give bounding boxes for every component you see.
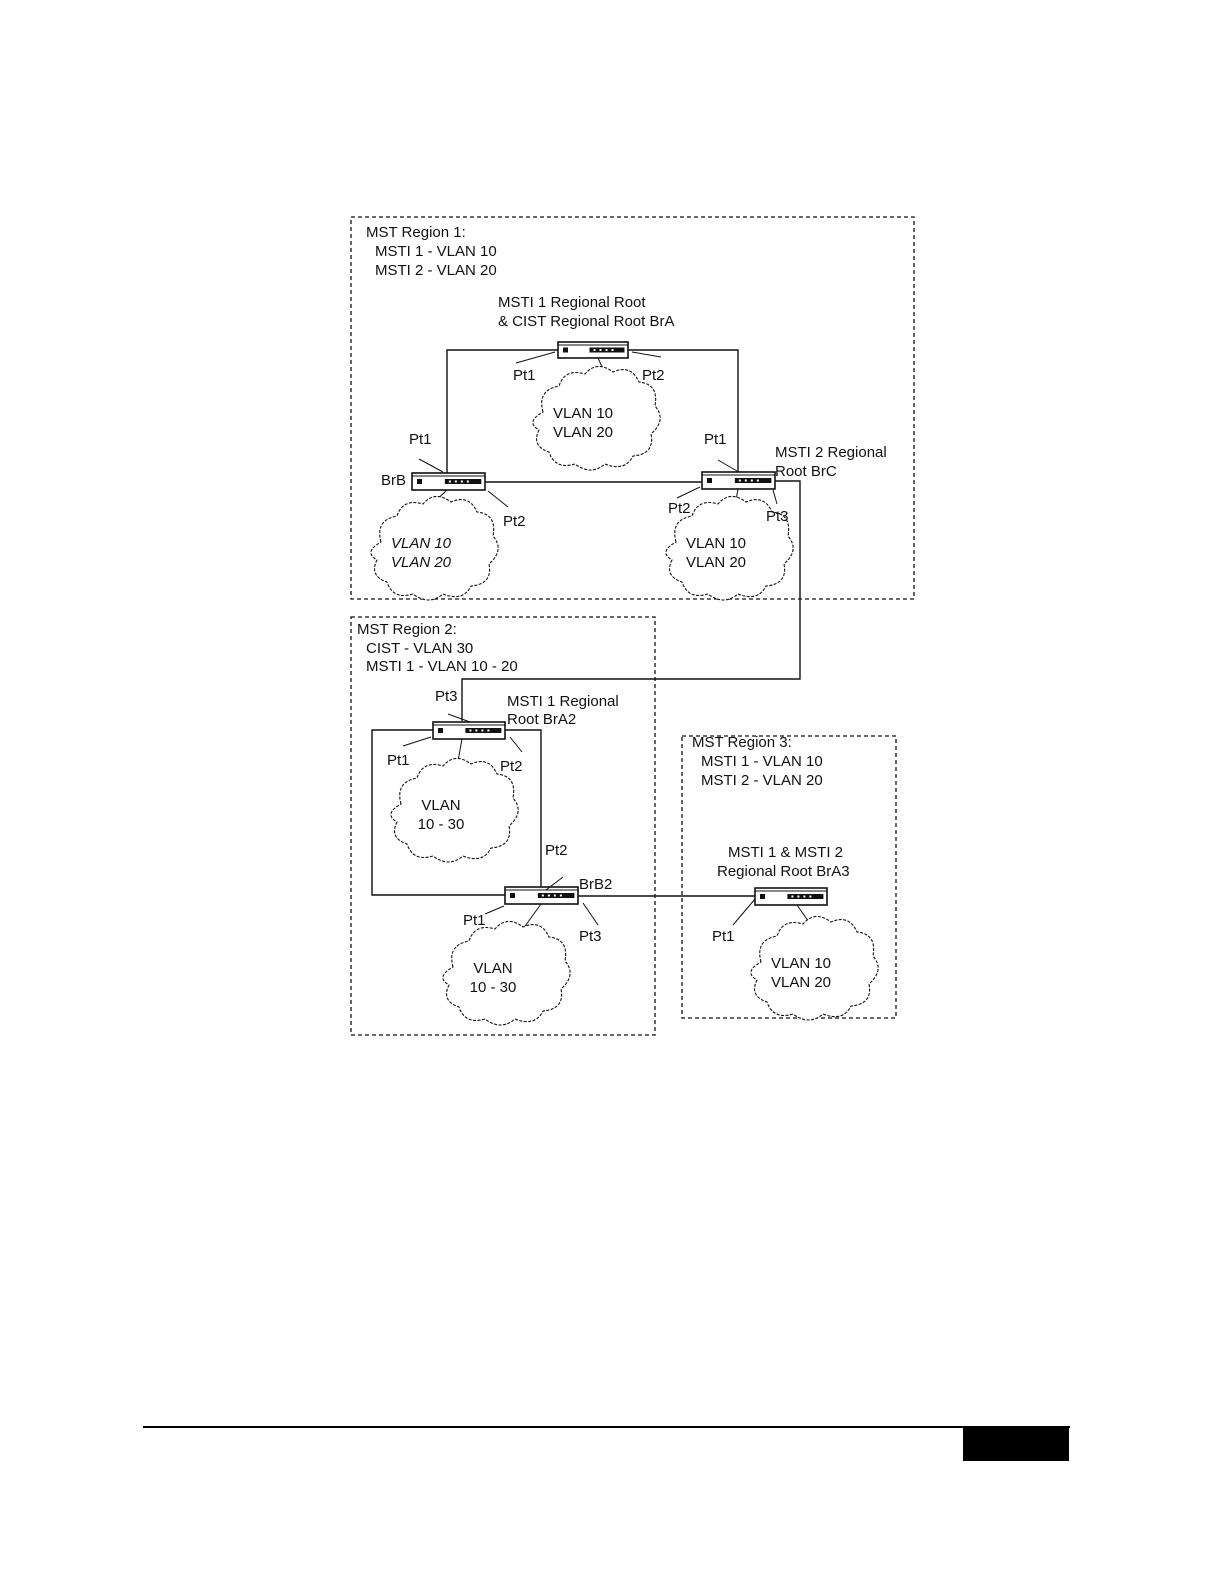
brb-name: BrB <box>381 472 406 489</box>
brc-port-pt1: Pt1 <box>704 431 727 448</box>
cloud-label: 10 - 30 <box>470 979 517 996</box>
switch-bra2 <box>432 721 506 740</box>
bra2-port-pt3: Pt3 <box>435 688 458 705</box>
links <box>371 349 801 897</box>
region-2-line: CIST - VLAN 30 <box>366 640 473 657</box>
vlan-cloud-bra2: VLAN 10 - 30 <box>390 738 519 863</box>
brc-port-pt2: Pt2 <box>668 500 691 517</box>
bra3-caption: Regional Root BrA3 <box>717 863 850 880</box>
vlan-cloud-brb: VLAN 10 VLAN 20 <box>370 489 499 601</box>
port-panel-icon <box>537 893 575 898</box>
cloud-label: VLAN 10 <box>391 535 452 552</box>
region-3-line: MSTI 1 - VLAN 10 <box>701 753 823 770</box>
bra-caption: & CIST Regional Root BrA <box>498 313 674 330</box>
bra3-caption: MSTI 1 & MSTI 2 <box>728 844 843 861</box>
region-1-title: MST Region 1: <box>366 224 466 241</box>
link-bra2-brb2-pt1 <box>371 729 505 896</box>
bra2-caption: MSTI 1 Regional <box>507 693 619 710</box>
switch-brb <box>411 472 486 491</box>
brb2-port-pt1: Pt1 <box>463 912 486 929</box>
power-led-icon <box>563 347 568 353</box>
brc-port-pt3: Pt3 <box>766 508 789 525</box>
cloud-label: VLAN 20 <box>553 424 613 441</box>
brc-caption: Root BrC <box>775 463 837 480</box>
vlan-cloud-bra: VLAN 10 VLAN 20 <box>532 357 661 471</box>
bra3-port-pt1: Pt1 <box>712 928 735 945</box>
cloud-label: VLAN 20 <box>391 554 452 571</box>
brb2-name: BrB2 <box>579 876 612 893</box>
bra2-caption: Root BrA2 <box>507 711 576 728</box>
brb-port-pt1: Pt1 <box>409 431 432 448</box>
switch-brc <box>701 471 776 490</box>
bra2-port-pt2: Pt2 <box>500 758 523 775</box>
region-1-line: MSTI 1 - VLAN 10 <box>375 243 497 260</box>
link-brc-bra2 <box>461 480 801 721</box>
brb-port-pt2: Pt2 <box>503 513 526 530</box>
cloud-label: VLAN 20 <box>771 974 831 991</box>
power-led-icon <box>707 478 712 483</box>
port-panel-icon <box>444 479 482 484</box>
region-2-line: MSTI 1 - VLAN 10 - 20 <box>366 658 518 675</box>
power-led-icon <box>438 728 443 733</box>
region-3-title: MST Region 3: <box>692 734 792 751</box>
region-1-line: MSTI 2 - VLAN 20 <box>375 262 497 279</box>
power-led-icon <box>417 479 422 484</box>
vlan-cloud-brc: VLAN 10 VLAN 20 <box>665 488 794 601</box>
page-number-box <box>963 1427 1069 1461</box>
vlan-cloud-brb2: VLAN 10 - 30 <box>442 903 571 1026</box>
brc-caption: MSTI 2 Regional <box>775 444 887 461</box>
link-bra-brc <box>628 349 739 473</box>
region-1-box <box>350 216 915 600</box>
switch-bra <box>557 341 629 359</box>
bra-port-pt2: Pt2 <box>642 367 665 384</box>
cloud-label: 10 - 30 <box>418 816 465 833</box>
region-3-line: MSTI 2 - VLAN 20 <box>701 772 823 789</box>
labels: MSTI 1 Regional Root & CIST Regional Roo… <box>381 294 887 945</box>
cloud-label: VLAN 10 <box>771 955 831 972</box>
brb2-port-pt3: Pt3 <box>579 928 602 945</box>
footer-rule <box>143 1426 1070 1428</box>
cloud-label: VLAN <box>421 797 460 814</box>
vlan-cloud-bra3: VLAN 10 VLAN 20 <box>750 904 879 1021</box>
region-2-box <box>350 616 656 1036</box>
bra2-port-pt1: Pt1 <box>387 752 410 769</box>
switch-brb2 <box>504 886 579 905</box>
switch-bra3 <box>754 887 828 906</box>
cloud-label: VLAN 20 <box>686 554 746 571</box>
link-bra2-brb2-pt2 <box>505 729 542 888</box>
power-led-icon <box>760 894 765 899</box>
port-leaders <box>402 351 778 926</box>
link-bra-brb <box>446 349 558 474</box>
brb2-port-pt2: Pt2 <box>545 842 568 859</box>
power-led-icon <box>510 893 515 898</box>
cloud-label: VLAN 10 <box>686 535 746 552</box>
cloud-label: VLAN <box>473 960 512 977</box>
region-3-box <box>681 735 897 1019</box>
bra-caption: MSTI 1 Regional Root <box>498 294 646 311</box>
port-panel-icon <box>734 478 772 483</box>
region-2-title: MST Region 2: <box>357 621 457 638</box>
bra-port-pt1: Pt1 <box>513 367 536 384</box>
cloud-label: VLAN 10 <box>553 405 613 422</box>
